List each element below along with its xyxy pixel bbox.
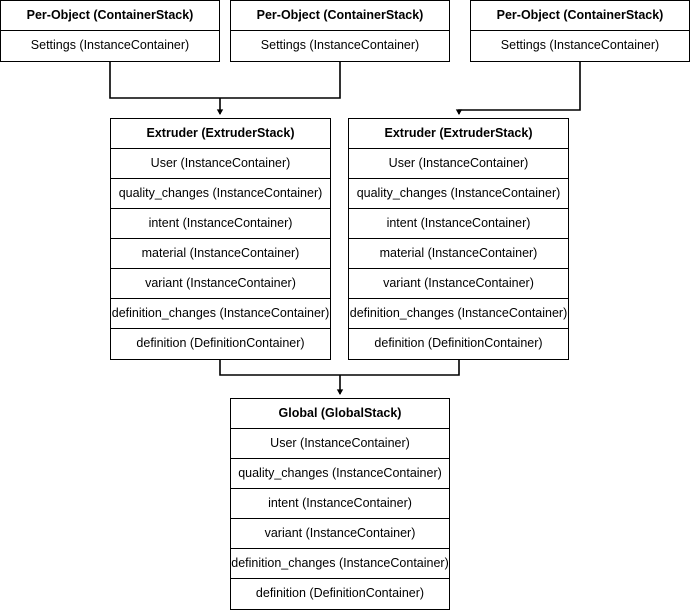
node-row-user: User (InstanceContainer)	[111, 149, 330, 179]
node-row-definition-changes: definition_changes (InstanceContainer)	[231, 549, 449, 579]
node-row-definition-changes: definition_changes (InstanceContainer)	[111, 299, 330, 329]
node-row-variant: variant (InstanceContainer)	[111, 269, 330, 299]
node-per-object-stack-3: Per-Object (ContainerStack) Settings (In…	[470, 0, 690, 62]
edge-extruder1-to-global	[340, 360, 460, 376]
node-row-definition: definition (DefinitionContainer)	[136, 336, 305, 350]
node-row-user: User (InstanceContainer)	[231, 429, 449, 459]
node-row-quality-changes: quality_changes (InstanceContainer)	[349, 179, 568, 209]
node-row-intent: intent (InstanceContainer)	[111, 209, 330, 239]
node-row-settings: Settings (InstanceContainer)	[500, 38, 660, 52]
node-header: Extruder (ExtruderStack)	[111, 119, 330, 149]
edge-extruder0-to-global	[219, 360, 340, 376]
node-row-quality-changes: quality_changes (InstanceContainer)	[111, 179, 330, 209]
node-header: Per-Object (ContainerStack)	[231, 1, 449, 31]
node-row-material: material (InstanceContainer)	[111, 239, 330, 269]
node-per-object-stack-2: Per-Object (ContainerStack) Settings (In…	[230, 0, 450, 62]
node-row-quality-changes: quality_changes (InstanceContainer)	[231, 459, 449, 489]
node-row-definition-changes: definition_changes (InstanceContainer)	[349, 299, 568, 329]
node-header: Extruder (ExtruderStack)	[349, 119, 568, 149]
node-row-variant: variant (InstanceContainer)	[349, 269, 568, 299]
node-row-settings: Settings (InstanceContainer)	[260, 38, 420, 52]
node-global-stack: Global (GlobalStack) User (InstanceConta…	[230, 398, 450, 610]
node-row-settings: Settings (InstanceContainer)	[30, 38, 190, 52]
node-extruder-stack-1: Extruder (ExtruderStack) User (InstanceC…	[110, 118, 331, 360]
node-row-variant: variant (InstanceContainer)	[231, 519, 449, 549]
node-extruder-stack-2: Extruder (ExtruderStack) User (InstanceC…	[348, 118, 569, 360]
node-row-definition: definition (DefinitionContainer)	[374, 336, 543, 350]
node-row-user: User (InstanceContainer)	[349, 149, 568, 179]
node-row-intent: intent (InstanceContainer)	[231, 489, 449, 519]
edge-perobject0-to-extruder0	[109, 60, 220, 99]
node-row-definition: definition (DefinitionContainer)	[255, 586, 425, 600]
node-row-intent: intent (InstanceContainer)	[349, 209, 568, 239]
edge-perobject1-to-extruder0	[220, 60, 341, 99]
node-header: Per-Object (ContainerStack)	[1, 1, 219, 31]
node-per-object-stack-1: Per-Object (ContainerStack) Settings (In…	[0, 0, 220, 62]
node-header: Global (GlobalStack)	[231, 399, 449, 429]
node-header: Per-Object (ContainerStack)	[471, 1, 689, 31]
node-row-material: material (InstanceContainer)	[349, 239, 568, 269]
edge-perobject2-to-extruder1	[455, 60, 581, 116]
